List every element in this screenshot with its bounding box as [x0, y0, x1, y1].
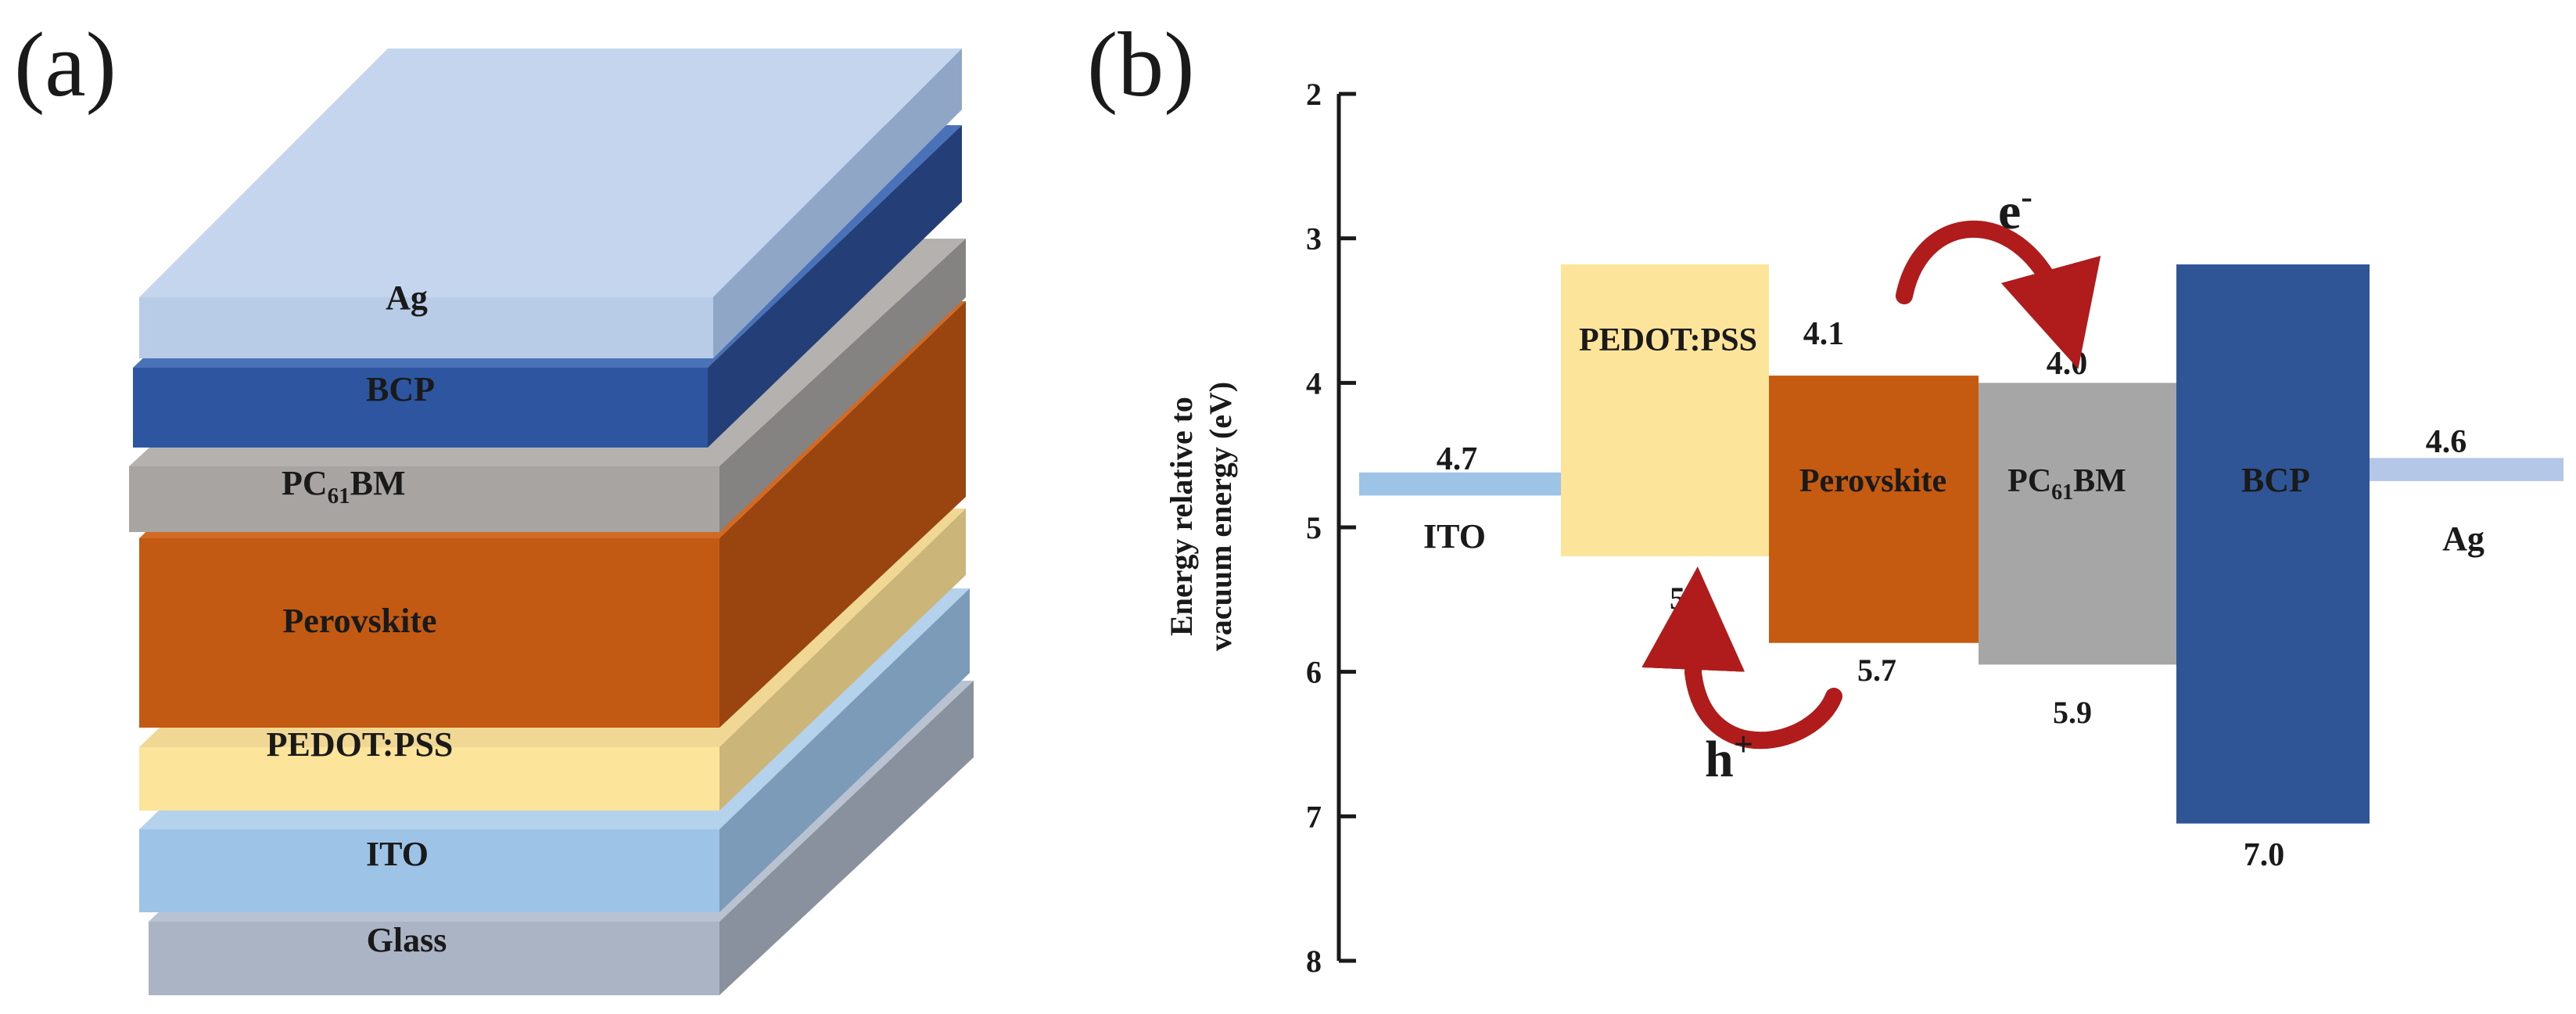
ito-level-bar: [1359, 472, 1561, 496]
ag-level-bar: [2370, 458, 2563, 481]
pcbm-label: PC61BM: [2007, 463, 2126, 505]
layer-bcp-side: [708, 125, 962, 448]
panel-b-label: (b): [1087, 13, 1195, 116]
layer-pedot-label: PEDOT:PSS: [267, 725, 454, 764]
perovskite-bottom-value: 5.7: [1857, 653, 1896, 688]
bcp-level-bar: [2176, 264, 2370, 824]
layer-ag-side: [713, 49, 962, 358]
perovskite-level-bar: [1769, 376, 1979, 643]
pedot-value: 5.2: [1670, 581, 1709, 616]
axis-title-line1: Energy relative to: [1164, 397, 1199, 636]
ito-label: ITO: [1423, 517, 1486, 556]
pedot-level-bar: [1561, 264, 1769, 556]
layer-ag-label: Ag: [386, 279, 428, 317]
bcp-label: BCP: [2241, 461, 2310, 499]
y-tick-label: 6: [1306, 655, 1322, 690]
layer-pedot-side: [719, 509, 966, 811]
layer-ito-side: [719, 588, 970, 912]
pcbm-level-bar: [1979, 383, 2176, 665]
bcp-value: 7.0: [2244, 837, 2285, 873]
y-tick-label: 3: [1306, 221, 1322, 257]
y-axis-ticks: 2 3 4 5 6 7 8: [1306, 77, 1356, 979]
panel-b: (b) Energy relative to vacuum energy (eV…: [1087, 13, 2563, 979]
y-tick-label: 8: [1306, 944, 1322, 979]
hole-transfer-arrow: [1641, 566, 1842, 750]
layer-pcbm-front: [129, 466, 719, 532]
electron-transfer-arrow: [1896, 220, 2101, 369]
y-tick-label: 2: [1306, 77, 1322, 112]
layer-ito-label: ITO: [366, 835, 429, 873]
electron-symbol: e-: [1998, 178, 2032, 240]
pcbm-bottom-value: 5.9: [2053, 695, 2092, 730]
pedot-label: PEDOT:PSS: [1579, 322, 1757, 358]
perovskite-top-value: 4.1: [1803, 316, 1845, 352]
layer-pedot-front: [139, 747, 719, 811]
ito-value: 4.7: [1437, 441, 1478, 477]
layer-pcbm-side: [719, 239, 966, 532]
y-tick-label: 7: [1306, 799, 1322, 834]
layer-pcbm-label: PC61BM: [282, 464, 406, 509]
layer-bcp-label: BCP: [366, 370, 435, 408]
layer-glass-label: Glass: [367, 921, 447, 959]
panel-a-label: (a): [14, 13, 117, 116]
layer-ag: Ag: [139, 49, 962, 358]
axis-title-line2: vacuum energy (eV): [1203, 382, 1238, 651]
y-tick-label: 4: [1306, 365, 1322, 401]
layer-perovskite-front: [139, 538, 719, 728]
hole-symbol: h+: [1705, 725, 1753, 788]
layer-ag-front: [139, 297, 713, 358]
layer-glass-front: [149, 922, 719, 995]
ag-label: Ag: [2442, 520, 2485, 558]
layer-perovskite-label: Perovskite: [282, 602, 436, 640]
perovskite-label: Perovskite: [1799, 463, 1946, 499]
y-tick-label: 5: [1306, 510, 1322, 545]
layer-ag-top: [139, 49, 962, 297]
panel-a: (a) Glass ITO PEDOT:PSS Perovskit: [14, 13, 974, 995]
pcbm-top-value: 4.0: [2047, 346, 2088, 382]
layer-ito-front: [139, 829, 719, 912]
ag-value: 4.6: [2426, 424, 2467, 460]
layer-perovskite-side: [719, 301, 966, 728]
layer-bcp-front: [133, 368, 708, 448]
layer-glass-side: [719, 681, 974, 995]
